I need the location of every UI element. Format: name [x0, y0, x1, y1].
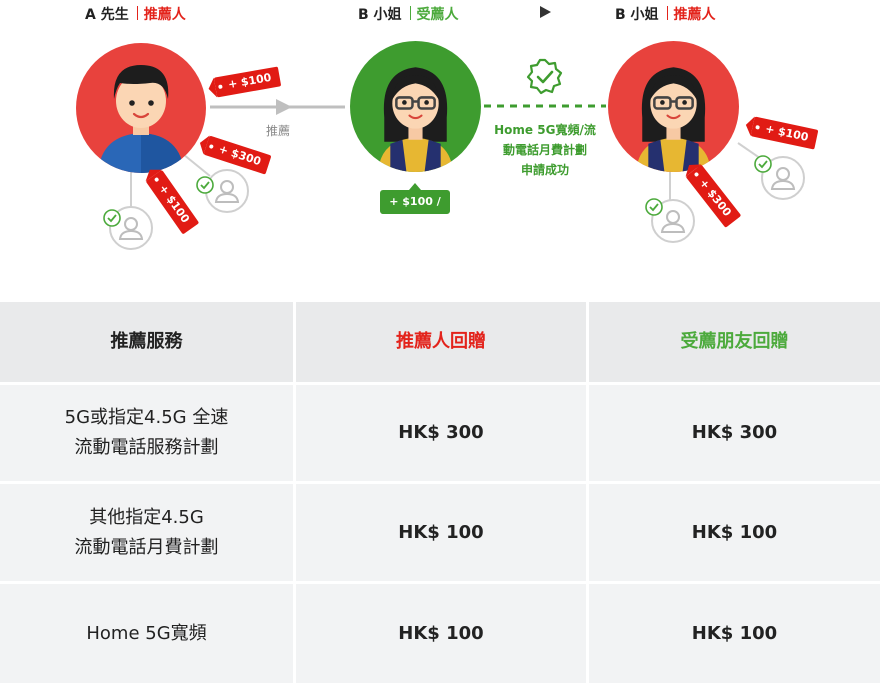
person-b2-role: 推薦人 — [673, 7, 716, 23]
person-a-avatar — [76, 43, 206, 173]
table-row: Home 5G寬頻 HK$ 100 HK$ 100 — [0, 584, 880, 683]
person-b1-name: B 小姐 — [358, 7, 402, 23]
service-cell: 5G或指定4.5G 全速 流動電話服務計劃 — [0, 385, 293, 481]
reward-table: 推薦服務 推薦人回贈 受薦朋友回贈 5G或指定4.5G 全速 流動電話服務計劃 … — [0, 302, 880, 683]
person-a-role: 推薦人 — [143, 7, 186, 23]
play-icon — [540, 6, 551, 18]
person-b1-label: B 小姐受薦人 — [358, 4, 459, 24]
header-referrer-reward: 推薦人回贈 — [296, 302, 586, 382]
header-service: 推薦服務 — [0, 302, 293, 382]
person-a-name: A 先生 — [85, 7, 129, 23]
service-cell: Home 5G寬頻 — [0, 584, 293, 683]
check-badge-icon — [645, 198, 663, 216]
person-b1-role: 受薦人 — [416, 7, 459, 23]
label-separator — [666, 6, 668, 20]
connector-lines — [130, 99, 771, 215]
referrer-amount-cell: HK$ 300 — [296, 385, 586, 481]
referee-bonus-badge: + $100 / 300 — [380, 183, 450, 232]
table-row: 5G或指定4.5G 全速 流動電話服務計劃 HK$ 300 HK$ 300 — [0, 385, 880, 481]
header-referee-reward: 受薦朋友回贈 — [589, 302, 880, 382]
service-cell: 其他指定4.5G 流動電話月費計劃 — [0, 484, 293, 581]
referee-amount-cell: HK$ 100 — [589, 584, 880, 683]
person-b2-avatar — [608, 41, 739, 172]
friend-user-icon — [761, 156, 805, 200]
check-badge-icon — [754, 155, 772, 173]
friend-user-icon — [651, 199, 695, 243]
application-success-text: Home 5G寬頻/流 動電話月費計劃 申請成功 — [494, 123, 596, 177]
table-row: 其他指定4.5G 流動電話月費計劃 HK$ 100 HK$ 100 — [0, 484, 880, 581]
person-a-label: A 先生推薦人 — [85, 4, 186, 24]
person-b1-avatar — [350, 41, 481, 172]
referrer-amount-cell: HK$ 100 — [296, 584, 586, 683]
referrer-amount-cell: HK$ 100 — [296, 484, 586, 581]
referee-amount-cell: HK$ 100 — [589, 484, 880, 581]
verified-check-icon — [526, 58, 563, 95]
person-b2-label: B 小姐推薦人 — [615, 4, 716, 24]
referee-amount-cell: HK$ 300 — [589, 385, 880, 481]
person-b2-name: B 小姐 — [615, 7, 659, 23]
check-badge-icon — [196, 176, 214, 194]
refer-label: 推薦 — [266, 124, 291, 138]
check-badge-icon — [103, 209, 121, 227]
label-separator — [409, 6, 411, 20]
label-separator — [136, 6, 138, 20]
referral-diagram: A 先生推薦人 B 小姐受薦人 B 小姐推薦人 — [0, 0, 880, 300]
table-header-row: 推薦服務 推薦人回贈 受薦朋友回贈 — [0, 302, 880, 382]
